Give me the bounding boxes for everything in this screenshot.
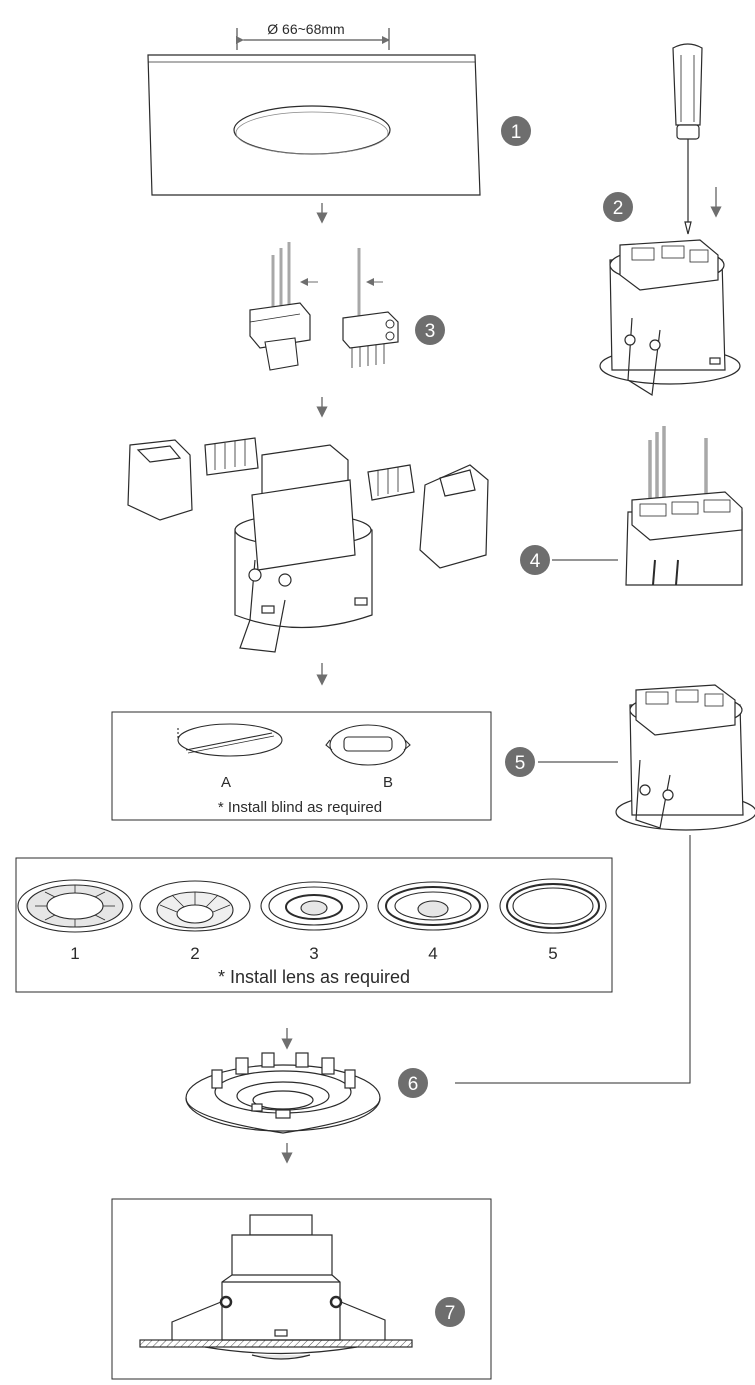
lens-option-4 xyxy=(377,881,489,931)
svg-text:3: 3 xyxy=(425,321,436,342)
blind-note: * Install blind as required xyxy=(218,799,382,816)
lens-option-1-label: 1 xyxy=(70,944,79,963)
step-badge-2: 2 xyxy=(603,192,633,222)
step-badge-5: 5 xyxy=(505,747,535,777)
step4-fixture-wires xyxy=(625,426,743,586)
fixture-top-view xyxy=(599,239,741,397)
step7-installed-box xyxy=(111,1198,492,1380)
exploded-housing xyxy=(127,437,489,653)
blind-option-a-label: A xyxy=(221,774,231,791)
step-badge-4: 4 xyxy=(520,545,550,575)
blind-option-a xyxy=(177,723,283,757)
step5-fixture xyxy=(615,684,755,831)
svg-text:4: 4 xyxy=(530,551,541,572)
lens-option-2 xyxy=(139,880,251,932)
step-badge-3: 3 xyxy=(415,315,445,345)
blind-option-b-label: B xyxy=(383,774,393,791)
svg-text:6: 6 xyxy=(408,1074,419,1095)
step6-trim-ring xyxy=(185,1052,381,1134)
step-badge-1: 1 xyxy=(501,116,531,146)
dimension-label: Ø 66~68mm xyxy=(267,21,344,37)
svg-text:7: 7 xyxy=(445,1303,456,1324)
lens-option-2-label: 2 xyxy=(190,944,199,963)
flow-arrows xyxy=(281,187,722,1164)
blind-option-b xyxy=(325,724,411,766)
svg-text:1: 1 xyxy=(511,122,522,143)
step-badge-7: 7 xyxy=(435,1297,465,1327)
lens-option-3-label: 3 xyxy=(309,944,318,963)
lens-option-3 xyxy=(260,881,368,931)
connector-lines xyxy=(455,559,691,1084)
lens-option-4-label: 4 xyxy=(428,944,437,963)
svg-text:2: 2 xyxy=(613,198,624,219)
lens-options-box: 1 2 3 4 5 * Install lens as require xyxy=(15,857,613,993)
lens-option-5 xyxy=(499,878,607,934)
step1-ceiling-cutout: Ø 66~68mm xyxy=(147,21,481,196)
installed-fixture xyxy=(139,1214,413,1360)
step-badge-6: 6 xyxy=(398,1068,428,1098)
blind-options-box: A B * Install blind as required xyxy=(111,711,492,821)
svg-text:5: 5 xyxy=(515,753,526,774)
lens-option-1 xyxy=(17,879,133,933)
step3-terminal-blocks xyxy=(249,242,399,371)
lens-note: * Install lens as required xyxy=(218,967,410,987)
step2-screwdriver xyxy=(672,43,703,235)
lens-option-5-label: 5 xyxy=(548,944,557,963)
step-badges: 1 2 3 4 5 6 7 xyxy=(398,116,633,1327)
